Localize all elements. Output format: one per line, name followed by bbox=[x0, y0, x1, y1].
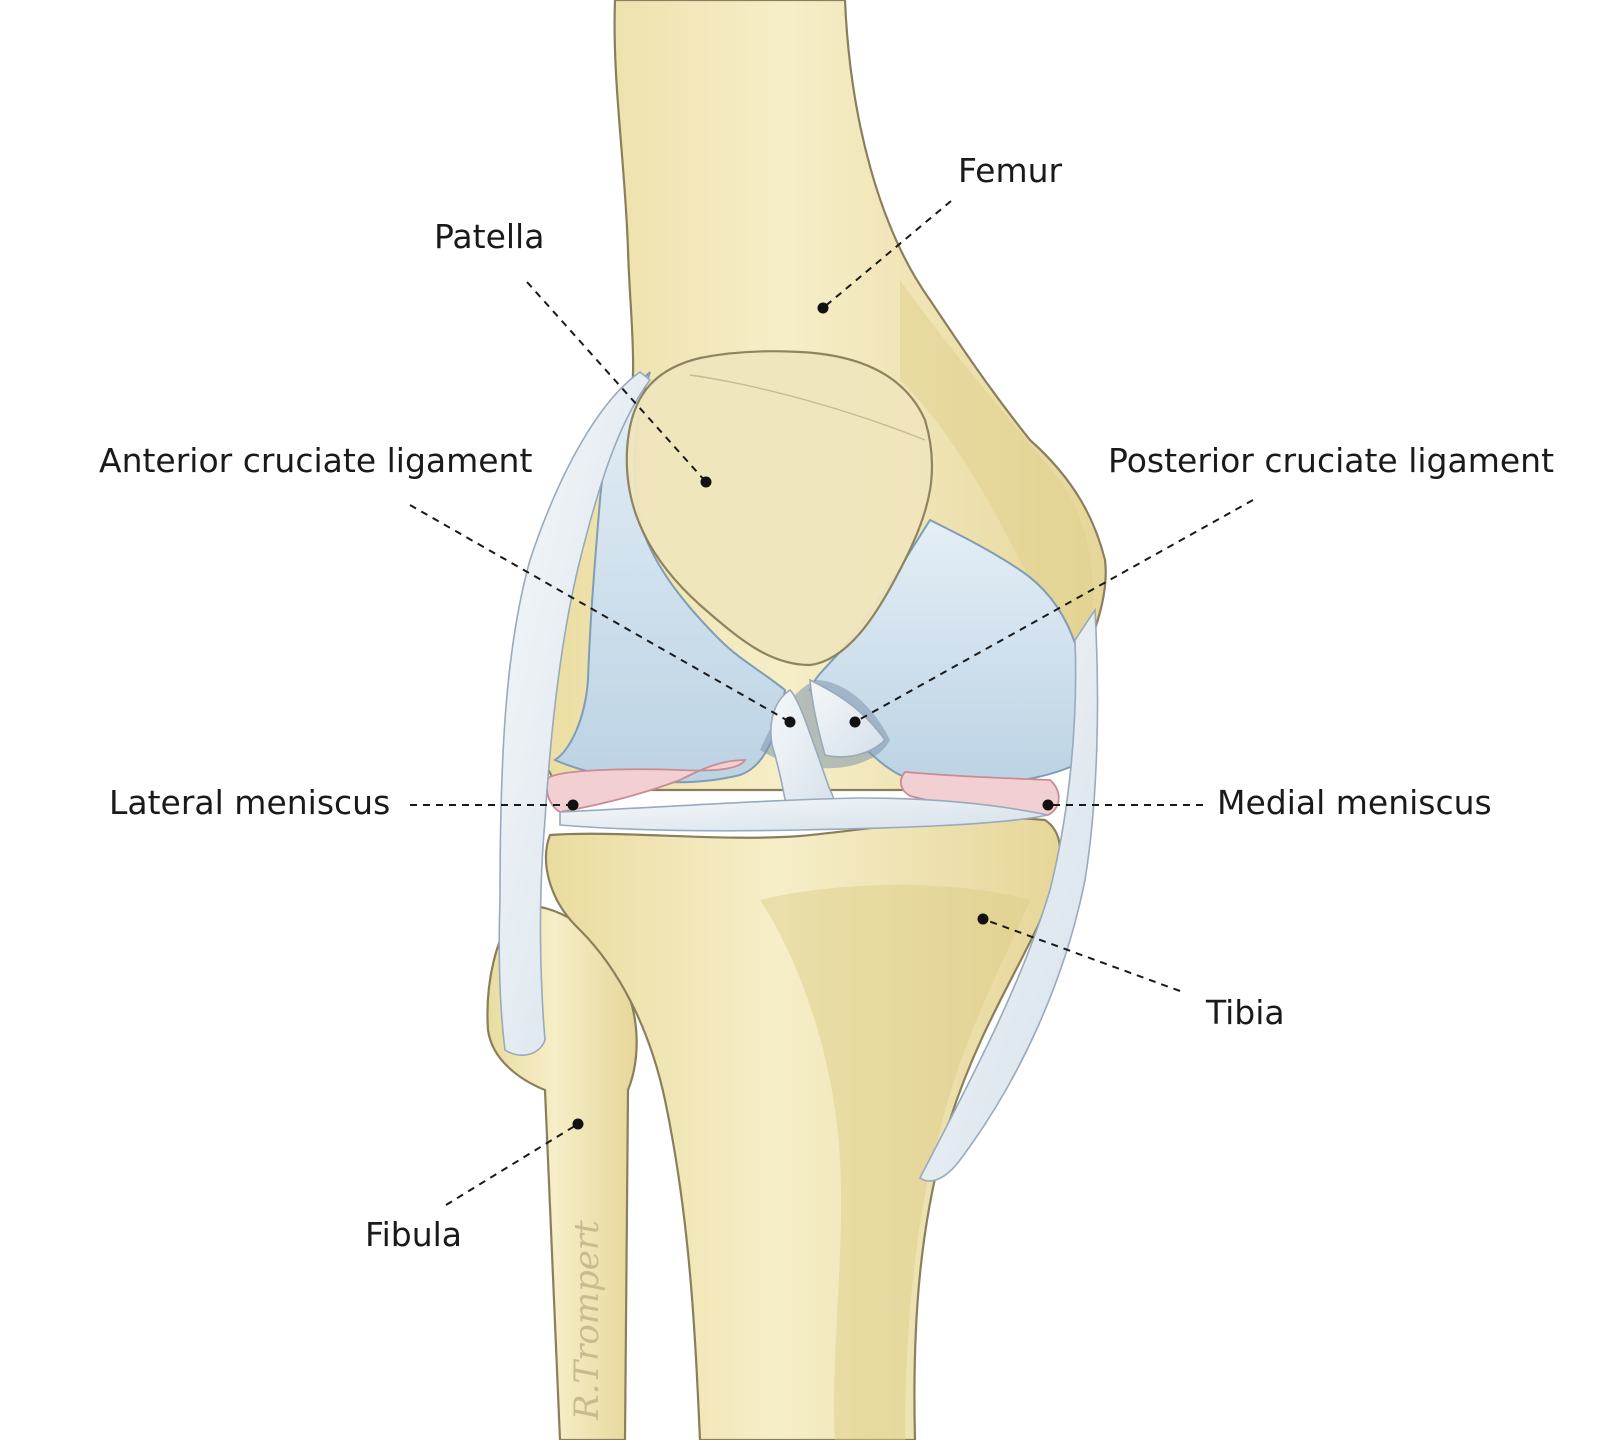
patella-leader bbox=[526, 281, 707, 483]
leader-lines bbox=[409, 200, 1254, 1206]
label-lateral-meniscus: Lateral meniscus bbox=[109, 783, 390, 822]
acl-dot bbox=[784, 716, 796, 728]
patella-ridge bbox=[689, 374, 926, 441]
femur-leader bbox=[822, 200, 952, 309]
label-patella: Patella bbox=[434, 217, 544, 256]
label-fibula: Fibula bbox=[365, 1215, 462, 1254]
patella-bone bbox=[625, 350, 934, 667]
lateral-condyle-cartilage bbox=[552, 371, 787, 784]
lateral-collateral-ligament bbox=[498, 371, 652, 1056]
label-medial-meniscus: Medial meniscus bbox=[1217, 783, 1492, 822]
tibia-dot bbox=[977, 913, 989, 925]
lateral-meniscus-dot bbox=[567, 799, 579, 811]
tibia-leader bbox=[982, 918, 1181, 992]
label-posterior-cruciate-ligament: Posterior cruciate ligament bbox=[1108, 441, 1554, 480]
tibia-shading bbox=[760, 885, 1030, 1440]
femur-dot bbox=[817, 302, 829, 314]
femur-shading bbox=[900, 280, 1093, 650]
label-anterior-cruciate-ligament: Anterior cruciate ligament bbox=[99, 441, 532, 480]
acl-leader bbox=[409, 504, 791, 723]
medial-meniscus-dot bbox=[1042, 799, 1054, 811]
transverse-ligament bbox=[559, 797, 1049, 832]
medial-collateral-ligament bbox=[918, 607, 1099, 1182]
knee-illustration: R.Trompert bbox=[486, 0, 1107, 1440]
posterior-cruciate-ligament-shape bbox=[809, 678, 887, 758]
label-femur: Femur bbox=[958, 151, 1063, 190]
pcl-dot bbox=[849, 716, 861, 728]
fibula-dot bbox=[572, 1118, 584, 1130]
label-tibia: Tibia bbox=[1205, 993, 1285, 1032]
labels: Femur Patella Anterior cruciate ligament… bbox=[99, 151, 1554, 1254]
patella-dot bbox=[700, 476, 712, 488]
artist-signature: R.Trompert bbox=[567, 1220, 607, 1421]
pcl-leader bbox=[854, 499, 1254, 723]
